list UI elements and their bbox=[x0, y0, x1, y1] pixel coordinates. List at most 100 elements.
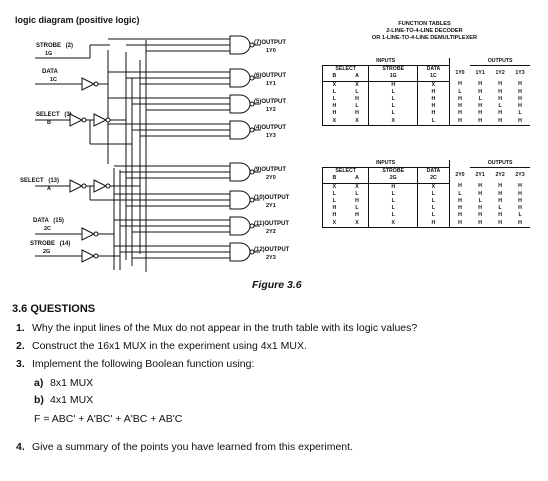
table-cell: L bbox=[417, 190, 450, 198]
table-cell: H bbox=[490, 219, 511, 228]
table-cell: H bbox=[458, 81, 462, 88]
output-signal-1: 1Y0 bbox=[266, 48, 276, 54]
output-label-7: (11)OUTPUT bbox=[254, 221, 289, 227]
table-cell: L bbox=[368, 110, 418, 118]
table-cell: L bbox=[417, 212, 450, 220]
table-cell: L bbox=[368, 205, 418, 213]
table-cell: H bbox=[518, 96, 522, 103]
nand-gate-3 bbox=[229, 94, 251, 114]
table-cell: H bbox=[518, 183, 522, 190]
table-cell: H bbox=[478, 81, 483, 88]
figure-caption: Figure 3.6 bbox=[252, 279, 302, 291]
table-cell: H bbox=[498, 88, 502, 95]
table-cell: H bbox=[498, 212, 502, 219]
question-text: Give a summary of the points you have le… bbox=[32, 441, 353, 453]
table-cell: H bbox=[498, 81, 502, 88]
output-label-2: (6)OUTPUT bbox=[254, 73, 286, 79]
table-cell: X bbox=[321, 81, 346, 89]
table-cell: L bbox=[368, 190, 418, 198]
nand-gate-6 bbox=[229, 190, 251, 210]
table-cell: X bbox=[345, 219, 369, 228]
table-cell: H bbox=[458, 96, 462, 103]
table-cell: H bbox=[321, 205, 346, 213]
output-col-header: 2Y2 bbox=[495, 172, 505, 179]
table-cell: H bbox=[478, 110, 483, 117]
table-cell: H bbox=[368, 81, 418, 89]
question-number: 4. bbox=[16, 441, 25, 453]
table-cell: H bbox=[478, 183, 483, 190]
data-bottom-inverter bbox=[35, 168, 115, 270]
data-bottom-signal: 2C bbox=[44, 226, 51, 232]
table-cell: L bbox=[321, 95, 346, 104]
diagram-title: logic diagram (positive logic) bbox=[15, 15, 140, 25]
table-cell: L bbox=[355, 205, 359, 212]
table-cell: H bbox=[458, 198, 462, 205]
question-number: 2. bbox=[16, 340, 25, 352]
table-cell: L bbox=[498, 205, 502, 212]
nand-gate-7 bbox=[229, 216, 251, 236]
nand-gate-5 bbox=[229, 162, 251, 182]
table-cell: L bbox=[321, 197, 346, 206]
table-cell: H bbox=[355, 96, 359, 103]
output-signal-5: 2Y0 bbox=[266, 175, 276, 181]
nand-gate-2 bbox=[229, 68, 251, 88]
data-signal-header: 2C bbox=[417, 175, 450, 184]
table-cell: H bbox=[355, 110, 359, 117]
output-col-header: 2Y0 bbox=[448, 167, 471, 184]
output-col-header: 2Y1 bbox=[475, 172, 485, 179]
table-cell: H bbox=[478, 205, 483, 212]
question-item: 2. Construct the 16x1 MUX in the experime… bbox=[16, 340, 307, 352]
table-cell: H bbox=[518, 103, 522, 110]
table-cell: H bbox=[498, 198, 502, 205]
question-number: b) bbox=[34, 394, 44, 406]
question-item: 4. Give a summary of the points you have … bbox=[16, 441, 353, 453]
table-cell: L bbox=[518, 110, 522, 117]
output-label-5: (9)OUTPUT bbox=[254, 167, 286, 173]
output-col-header: 1Y3 bbox=[515, 70, 525, 77]
table-cell: H bbox=[458, 212, 462, 219]
output-label-3: (5)OUTPUT bbox=[254, 99, 286, 105]
select-a-signal: A bbox=[47, 186, 51, 192]
table-cell: H bbox=[510, 117, 530, 126]
select-header: SELECT bbox=[321, 167, 369, 176]
table-cell: H bbox=[518, 190, 522, 197]
inputs-header: INPUTS bbox=[322, 58, 450, 67]
spacer bbox=[448, 58, 471, 66]
question-text: Construct the 16x1 MUX in the experiment… bbox=[32, 340, 307, 352]
table-cell: L bbox=[355, 88, 359, 95]
table-cell: H bbox=[368, 183, 418, 191]
output-label-1: (7)OUTPUT bbox=[254, 40, 286, 46]
select-bit-header: A bbox=[345, 73, 369, 82]
data-header: DATA bbox=[417, 65, 450, 74]
table-cell: L bbox=[417, 205, 450, 213]
nand-gate-8 bbox=[229, 242, 251, 262]
outputs-header: OUTPUTS bbox=[470, 160, 530, 169]
nand-gate-1 bbox=[229, 35, 251, 55]
table-cell: X bbox=[368, 117, 418, 126]
table-cell: L bbox=[458, 88, 462, 95]
data-header: DATA bbox=[417, 167, 450, 176]
table-cell: L bbox=[368, 212, 418, 220]
output-col-header: 1Y0 bbox=[448, 65, 471, 82]
table-cell: H bbox=[355, 212, 359, 219]
select-bit-header: B bbox=[321, 175, 346, 184]
output-signal-4: 1Y3 bbox=[266, 133, 276, 139]
table-cell: L bbox=[368, 103, 418, 111]
data-signal-header: 1C bbox=[417, 73, 450, 82]
outputs-header: OUTPUTS bbox=[470, 58, 530, 67]
table-cell: L bbox=[478, 198, 482, 205]
table-cell: L bbox=[417, 117, 450, 126]
output-label-6: (10)OUTPUT bbox=[254, 195, 290, 201]
table-cell: X bbox=[345, 117, 369, 126]
